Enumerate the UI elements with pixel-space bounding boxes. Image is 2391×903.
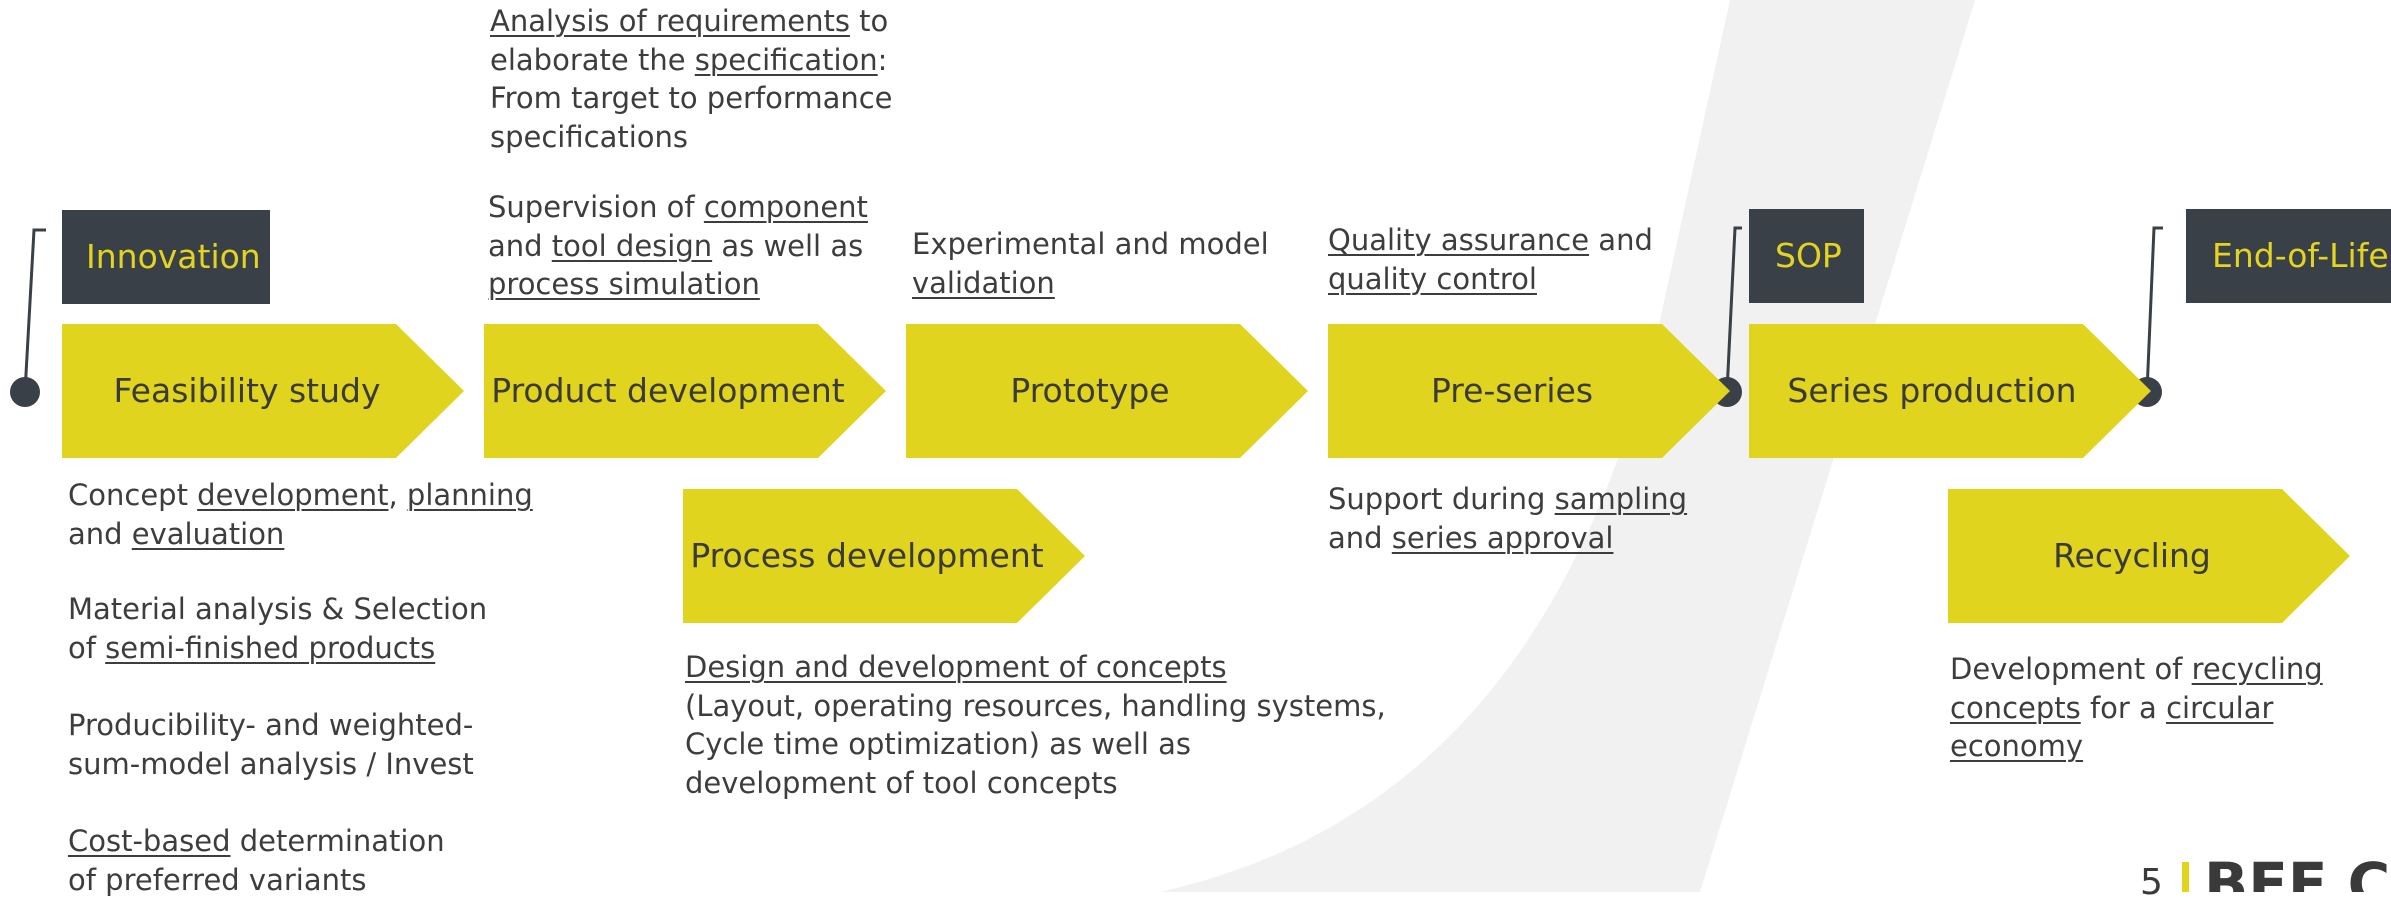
text: and (1589, 223, 1653, 257)
chevron-shape (484, 324, 886, 458)
phase-feasibility-study: Feasibility study (62, 324, 464, 458)
chevron-shape (1328, 324, 1730, 458)
text: Cycle time optimization) as well as (685, 727, 1192, 761)
link-planning: planning (406, 478, 533, 512)
link-circular: circular (2166, 690, 2274, 725)
milestone-sop: SOP (1749, 209, 1864, 303)
note-requirements: Analysis of requirements to elaborate th… (490, 2, 893, 156)
link-quality-control: quality control (1328, 261, 1537, 296)
chevron-shape (1948, 489, 2350, 623)
phase-series-production: Series production (1749, 324, 2151, 458)
text: From target to performance (490, 81, 893, 115)
milestone-end-of-life-label: End-of-Life (2212, 236, 2389, 275)
note-cost: Cost-based determination of preferred va… (68, 822, 445, 899)
phase-pre-series-label: Pre-series (1430, 371, 1594, 410)
text: Experimental and model (912, 227, 1269, 261)
link-process-simulation: process simulation (488, 267, 760, 301)
link-series-approval: series approval (1391, 520, 1614, 555)
note-design: Design and development of concepts (Layo… (685, 648, 1386, 802)
text: sum-model analysis / Invest (68, 746, 474, 781)
phase-product-development: Product development (484, 324, 886, 458)
link-sampling: sampling (1554, 482, 1688, 516)
text: Producibility- and weighted- (68, 708, 474, 742)
phase-prototype: Prototype (906, 324, 1308, 458)
text: elaborate the (490, 42, 695, 77)
text: determination (230, 824, 445, 858)
milestone-innovation: Innovation (62, 210, 270, 304)
phase-feasibility-label: Feasibility study (113, 371, 381, 410)
link-component: component (703, 190, 868, 224)
text: of preferred variants (68, 862, 367, 897)
text: Concept (68, 478, 198, 512)
note-material: Material analysis & Selection of semi-fi… (68, 590, 487, 667)
note-recycling: Development of recycling concepts for a … (1950, 650, 2323, 766)
link-tool-design: tool design (551, 228, 713, 263)
note-quality: Quality assurance and quality control (1328, 221, 1653, 298)
text: Support during (1328, 482, 1555, 516)
note-supervision: Supervision of component and tool design… (488, 188, 868, 304)
link-cost-based: Cost-based (68, 824, 231, 858)
note-validation: Experimental and model validation (912, 225, 1269, 302)
text: , (388, 478, 407, 512)
link-concepts: concepts (1950, 690, 2081, 725)
text: Development of (1950, 652, 2192, 686)
phase-prototype-label: Prototype (1010, 371, 1170, 410)
chevron-shape (1749, 324, 2151, 458)
link-economy: economy (1950, 729, 2084, 763)
text: and (488, 228, 552, 263)
text: to (849, 4, 889, 38)
text: for a (2080, 690, 2167, 725)
innovation-milestone-dot (10, 377, 40, 407)
text: and (1328, 520, 1392, 555)
link-recycling: recycling (2191, 652, 2323, 686)
link-specification: specification (694, 42, 878, 77)
note-sampling: Support during sampling and series appro… (1328, 480, 1687, 557)
text: Supervision of (488, 190, 704, 224)
link-development: development (197, 478, 389, 512)
phase-recycling: Recycling (1948, 489, 2350, 623)
text: specifications (490, 119, 689, 154)
chevron-shape (62, 324, 464, 458)
phase-process-development: Process development (683, 489, 1085, 623)
milestone-sop-label: SOP (1775, 236, 1842, 275)
phase-series-production-label: Series production (1787, 371, 2077, 410)
text: as well as (712, 228, 864, 263)
phase-pre-series: Pre-series (1328, 324, 1730, 458)
page-number: 5 (2140, 862, 2163, 903)
link-validation: validation (912, 265, 1055, 300)
chevron-shape (906, 324, 1308, 458)
company-logo: BEE C (2182, 852, 2390, 892)
link-evaluation: evaluation (131, 516, 285, 551)
note-producibility: Producibility- and weighted- sum-model a… (68, 706, 474, 783)
text: development of tool concepts (685, 765, 1118, 800)
link-semi-finished-products: semi-finished products (105, 630, 436, 665)
note-concept: Concept development, planning and evalua… (68, 476, 533, 553)
text: and (68, 516, 132, 551)
phase-recycling-label: Recycling (2053, 536, 2211, 575)
link-design-and-development: Design and development of concepts (685, 650, 1227, 684)
text: (Layout, operating resources, handling s… (685, 688, 1386, 723)
phase-process-development-label: Process development (690, 536, 1044, 575)
link-quality-assurance: Quality assurance (1328, 223, 1590, 257)
milestone-end-of-life: End-of-Life (2186, 209, 2391, 303)
logo-text: BEE C (2204, 852, 2390, 892)
text: Material analysis & Selection (68, 592, 488, 626)
text: : (877, 42, 888, 77)
chevron-shape (683, 489, 1085, 623)
text: of (68, 630, 106, 665)
phase-product-development-label: Product development (491, 371, 845, 410)
link-analysis-of-requirements: Analysis of requirements (490, 4, 850, 38)
milestone-innovation-label: Innovation (86, 237, 261, 276)
